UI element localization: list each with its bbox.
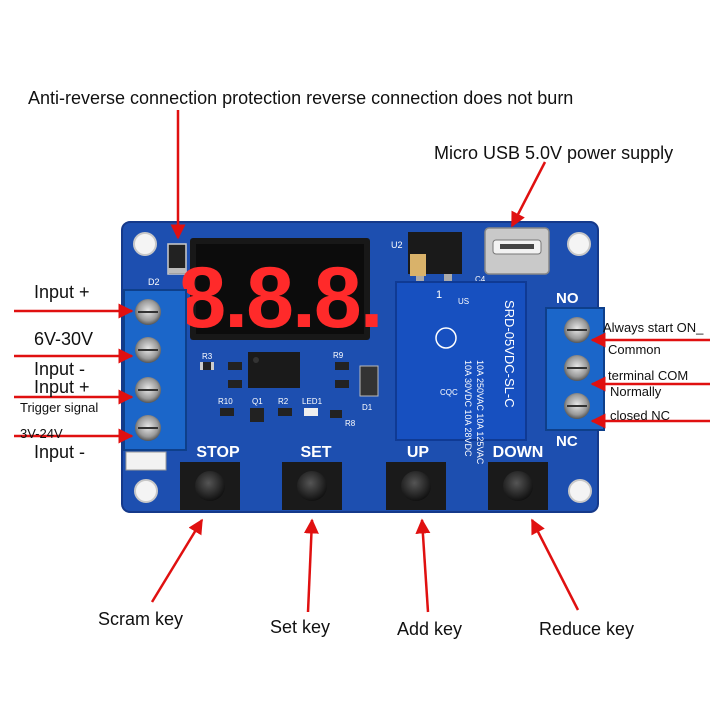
arrow-set [303,518,319,613]
up-button[interactable]: UP [386,444,446,510]
terminal-screw [564,355,590,381]
q1-label: Q1 [252,397,263,406]
callout-closed-nc: closed NC [610,408,670,423]
terminal-screw [135,299,161,325]
callout-input-minus-2: Input - [34,442,86,462]
u2-label: U2 [391,240,403,250]
callout-terminal-com: terminal COM [608,368,689,383]
led1-label: LED1 [302,397,323,406]
callout-input-minus: Input - [34,359,86,379]
r2-label: R2 [278,397,289,406]
cqc-label: CQC [440,388,458,397]
mounting-hole [568,479,592,503]
relay: SRD-05VDC-SL-C 10A 250VAC 10A 125VAC 10A… [395,281,527,465]
relay-pin-label: 1 [436,289,442,301]
mounting-hole [567,232,591,256]
callout-always-start-on: Always start ON_ [603,320,704,335]
small-components: R3 R9 D1 R10 Q1 R2 LED1 R8 [200,351,379,428]
nc-label: NC [556,433,578,450]
set-label: SET [300,444,331,461]
callout-arrows [14,110,710,613]
arrow-reduce [530,518,580,611]
seven-segment-display: 8.8.8. [178,238,384,346]
display-digits: 8.8.8. [178,250,381,346]
down-button[interactable]: DOWN [488,444,548,510]
no-label: NO [556,290,579,307]
up-label: UP [407,444,430,461]
callout-input-plus: Input + [34,282,90,302]
arrow-add [415,518,431,613]
terminal-screw [135,377,161,403]
callout-reverse-protection: Anti-reverse connection protection rever… [28,88,574,108]
header-pins [125,451,167,471]
r10-label: R10 [218,397,233,406]
arrow-usb [510,161,547,228]
r9-label: R9 [333,351,344,360]
callout-voltage-range: 6V-30V [34,329,94,349]
d2-label: D2 [148,277,160,287]
callout-reduce-key: Reduce key [539,619,635,639]
r3-label: R3 [202,352,213,361]
terminal-screw [564,317,590,343]
input-terminal-block [123,289,187,451]
callout-normally: Normally [610,384,662,399]
mounting-hole [134,479,158,503]
output-terminal-block: NO NC [545,290,605,450]
r8-label: R8 [345,419,356,428]
callout-common: Common [608,342,661,357]
callout-trigger-voltage: 3V-24V [20,426,63,441]
down-label: DOWN [493,444,544,461]
terminal-screw [564,393,590,419]
stop-button[interactable]: STOP [180,444,240,510]
relay-rating-1: 10A 250VAC 10A 125VAC [475,360,485,465]
relay-model: SRD-05VDC-SL-C [502,300,517,408]
ul-label: US [458,297,469,306]
callout-set-key: Set key [270,617,331,637]
micro-usb-port: C4 [475,227,550,284]
d1-label: D1 [362,403,373,412]
callout-scram-key: Scram key [98,609,184,629]
relay-rating-2: 10A 30VDC 10A 28VDC [463,360,473,457]
terminal-screw [135,415,161,441]
arrow-scram [150,518,204,603]
regulator-u2: U2 [391,232,462,282]
diode-d2: D2 [148,243,187,287]
callout-add-key: Add key [397,619,463,639]
set-button[interactable]: SET [282,444,342,510]
callout-usb-power: Micro USB 5.0V power supply [434,143,674,163]
stop-label: STOP [196,444,240,461]
callout-input-plus-2: Input + [34,377,90,397]
terminal-screw [135,337,161,363]
c4-label: C4 [475,275,486,284]
ul-mark [435,327,457,349]
mounting-hole [133,232,157,256]
callout-trigger-signal: Trigger signal [20,400,99,415]
